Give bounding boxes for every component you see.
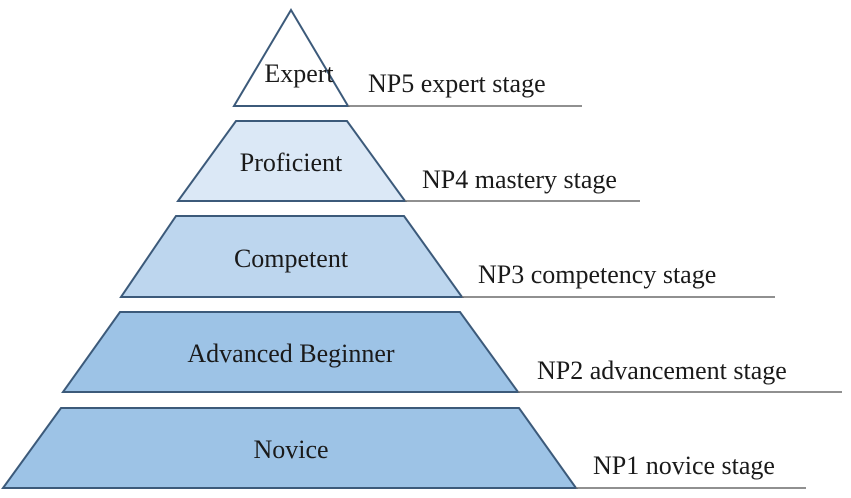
stage-np3-label: NP3 competency stage [478,260,716,289]
tier-competent: Competent NP3 competency stage [119,215,775,298]
tier-novice: Novice NP1 novice stage [1,407,806,489]
tier-novice-label: Novice [253,435,328,464]
tier-expert-label: Expert [264,59,334,88]
tier-expert: Expert NP5 expert stage [232,8,582,107]
tier-advanced-beginner-label: Advanced Beginner [187,339,395,368]
tier-proficient: Proficient NP4 mastery stage [176,120,640,202]
tier-competent-label: Competent [234,244,349,273]
stage-np1-label: NP1 novice stage [593,451,775,480]
stage-np2-label: NP2 advancement stage [537,356,787,385]
stage-np4-label: NP4 mastery stage [422,165,617,194]
stage-np5-label: NP5 expert stage [368,69,546,98]
tier-advanced-beginner: Advanced Beginner NP2 advancement stage [61,311,842,393]
tier-expert-shape [232,8,350,107]
tier-proficient-label: Proficient [240,148,343,177]
